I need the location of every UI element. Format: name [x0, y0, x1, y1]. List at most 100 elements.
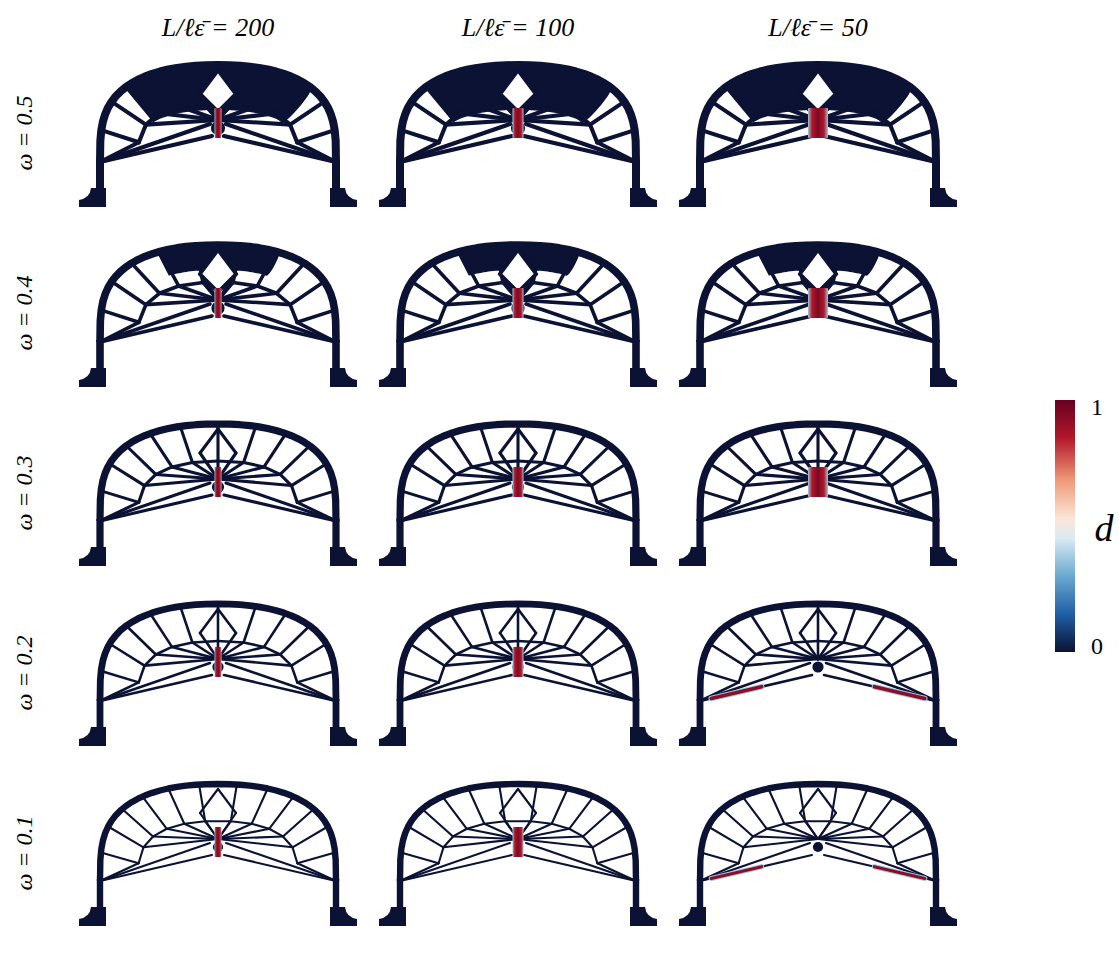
structure-member — [891, 464, 926, 486]
structure-member — [597, 852, 635, 863]
structure-member — [557, 251, 576, 286]
support-foot — [379, 188, 657, 207]
column-header: L/ℓε̄ = 100 — [462, 15, 574, 41]
structure-member — [700, 843, 810, 881]
structure-member — [400, 663, 510, 701]
leg — [100, 879, 336, 915]
structure-member — [590, 282, 624, 305]
structure-member — [467, 824, 484, 829]
row-label: ω = 0.3 — [12, 455, 36, 530]
support-foot — [79, 368, 357, 387]
structure-member — [780, 606, 792, 642]
damage-zone — [808, 108, 828, 138]
structure-member — [818, 609, 836, 633]
structure-member — [400, 304, 510, 342]
structure-member — [101, 671, 139, 682]
structure-member — [400, 855, 512, 881]
structure-member — [297, 671, 335, 682]
topology-structure — [679, 604, 957, 746]
structure-member — [290, 125, 297, 143]
structure-member — [518, 429, 536, 453]
structure-member — [826, 843, 936, 881]
leg — [100, 160, 336, 196]
structure-member — [700, 495, 812, 521]
topology-structure — [79, 784, 357, 926]
damage-zone — [215, 827, 222, 857]
damage-halo — [874, 687, 924, 699]
structure-member — [743, 797, 767, 829]
arch — [400, 784, 636, 881]
structure-member — [526, 124, 636, 162]
leg — [700, 160, 936, 196]
structure-member — [143, 797, 167, 829]
structure-member — [897, 130, 935, 142]
structure-member — [897, 671, 935, 682]
structure-member — [112, 282, 146, 305]
structure-member — [200, 789, 218, 813]
arch — [100, 604, 336, 701]
structure-member — [597, 310, 635, 322]
structure-member — [244, 426, 256, 462]
structure-member — [753, 829, 767, 837]
structure-member — [864, 614, 886, 647]
topology-structure — [679, 245, 957, 387]
structure-member — [852, 824, 869, 829]
structure-member — [439, 486, 445, 503]
structure-member — [484, 821, 505, 823]
structure-member — [591, 644, 626, 666]
topology-structure — [679, 65, 957, 207]
structure-member — [410, 464, 445, 486]
structure-member — [126, 626, 156, 655]
topology-structure — [79, 65, 357, 207]
hole — [800, 70, 836, 112]
support-foot — [79, 188, 357, 207]
leg — [700, 879, 936, 915]
structure-member — [224, 675, 336, 701]
structure-member — [592, 826, 627, 847]
structure-member — [844, 426, 856, 462]
structure-member — [460, 251, 479, 286]
structure-member — [226, 304, 336, 342]
leg — [700, 699, 936, 735]
structure-member — [552, 824, 569, 829]
damage-zone — [215, 467, 222, 497]
hole — [500, 250, 536, 292]
structure-member — [205, 820, 231, 822]
structure-member — [552, 789, 568, 824]
damage-zone — [808, 467, 828, 497]
structure-member — [101, 852, 139, 863]
structure-member — [524, 495, 636, 521]
structure-member — [401, 130, 439, 142]
hole — [800, 250, 836, 292]
structure-member — [132, 263, 160, 293]
structure-member — [150, 614, 172, 647]
damage-zone — [215, 647, 222, 677]
structure-member — [153, 829, 167, 837]
structure-member — [184, 821, 205, 823]
structure-member — [767, 829, 818, 839]
colorbar — [1055, 400, 1075, 652]
structure-member — [180, 606, 192, 642]
damage-halo — [711, 687, 761, 699]
structure-panels — [79, 65, 957, 926]
structure-member — [701, 310, 739, 322]
structure-member — [439, 305, 446, 323]
structure-member — [844, 642, 864, 646]
structure-member — [257, 251, 276, 286]
structure-member — [226, 124, 336, 162]
structure-member — [460, 71, 479, 106]
structure-member — [401, 852, 439, 863]
structure-member — [897, 310, 935, 322]
support-foot — [679, 188, 957, 207]
structure-member — [544, 606, 556, 642]
topology-structure — [79, 245, 357, 387]
structure-member — [526, 304, 636, 342]
damage-zone — [513, 827, 524, 857]
structure-member — [564, 434, 586, 467]
structure-member — [101, 130, 139, 142]
structure-member — [401, 310, 439, 322]
structure-member — [139, 305, 146, 323]
support-foot — [79, 547, 357, 566]
arch — [400, 604, 636, 701]
structure-member — [869, 829, 883, 837]
